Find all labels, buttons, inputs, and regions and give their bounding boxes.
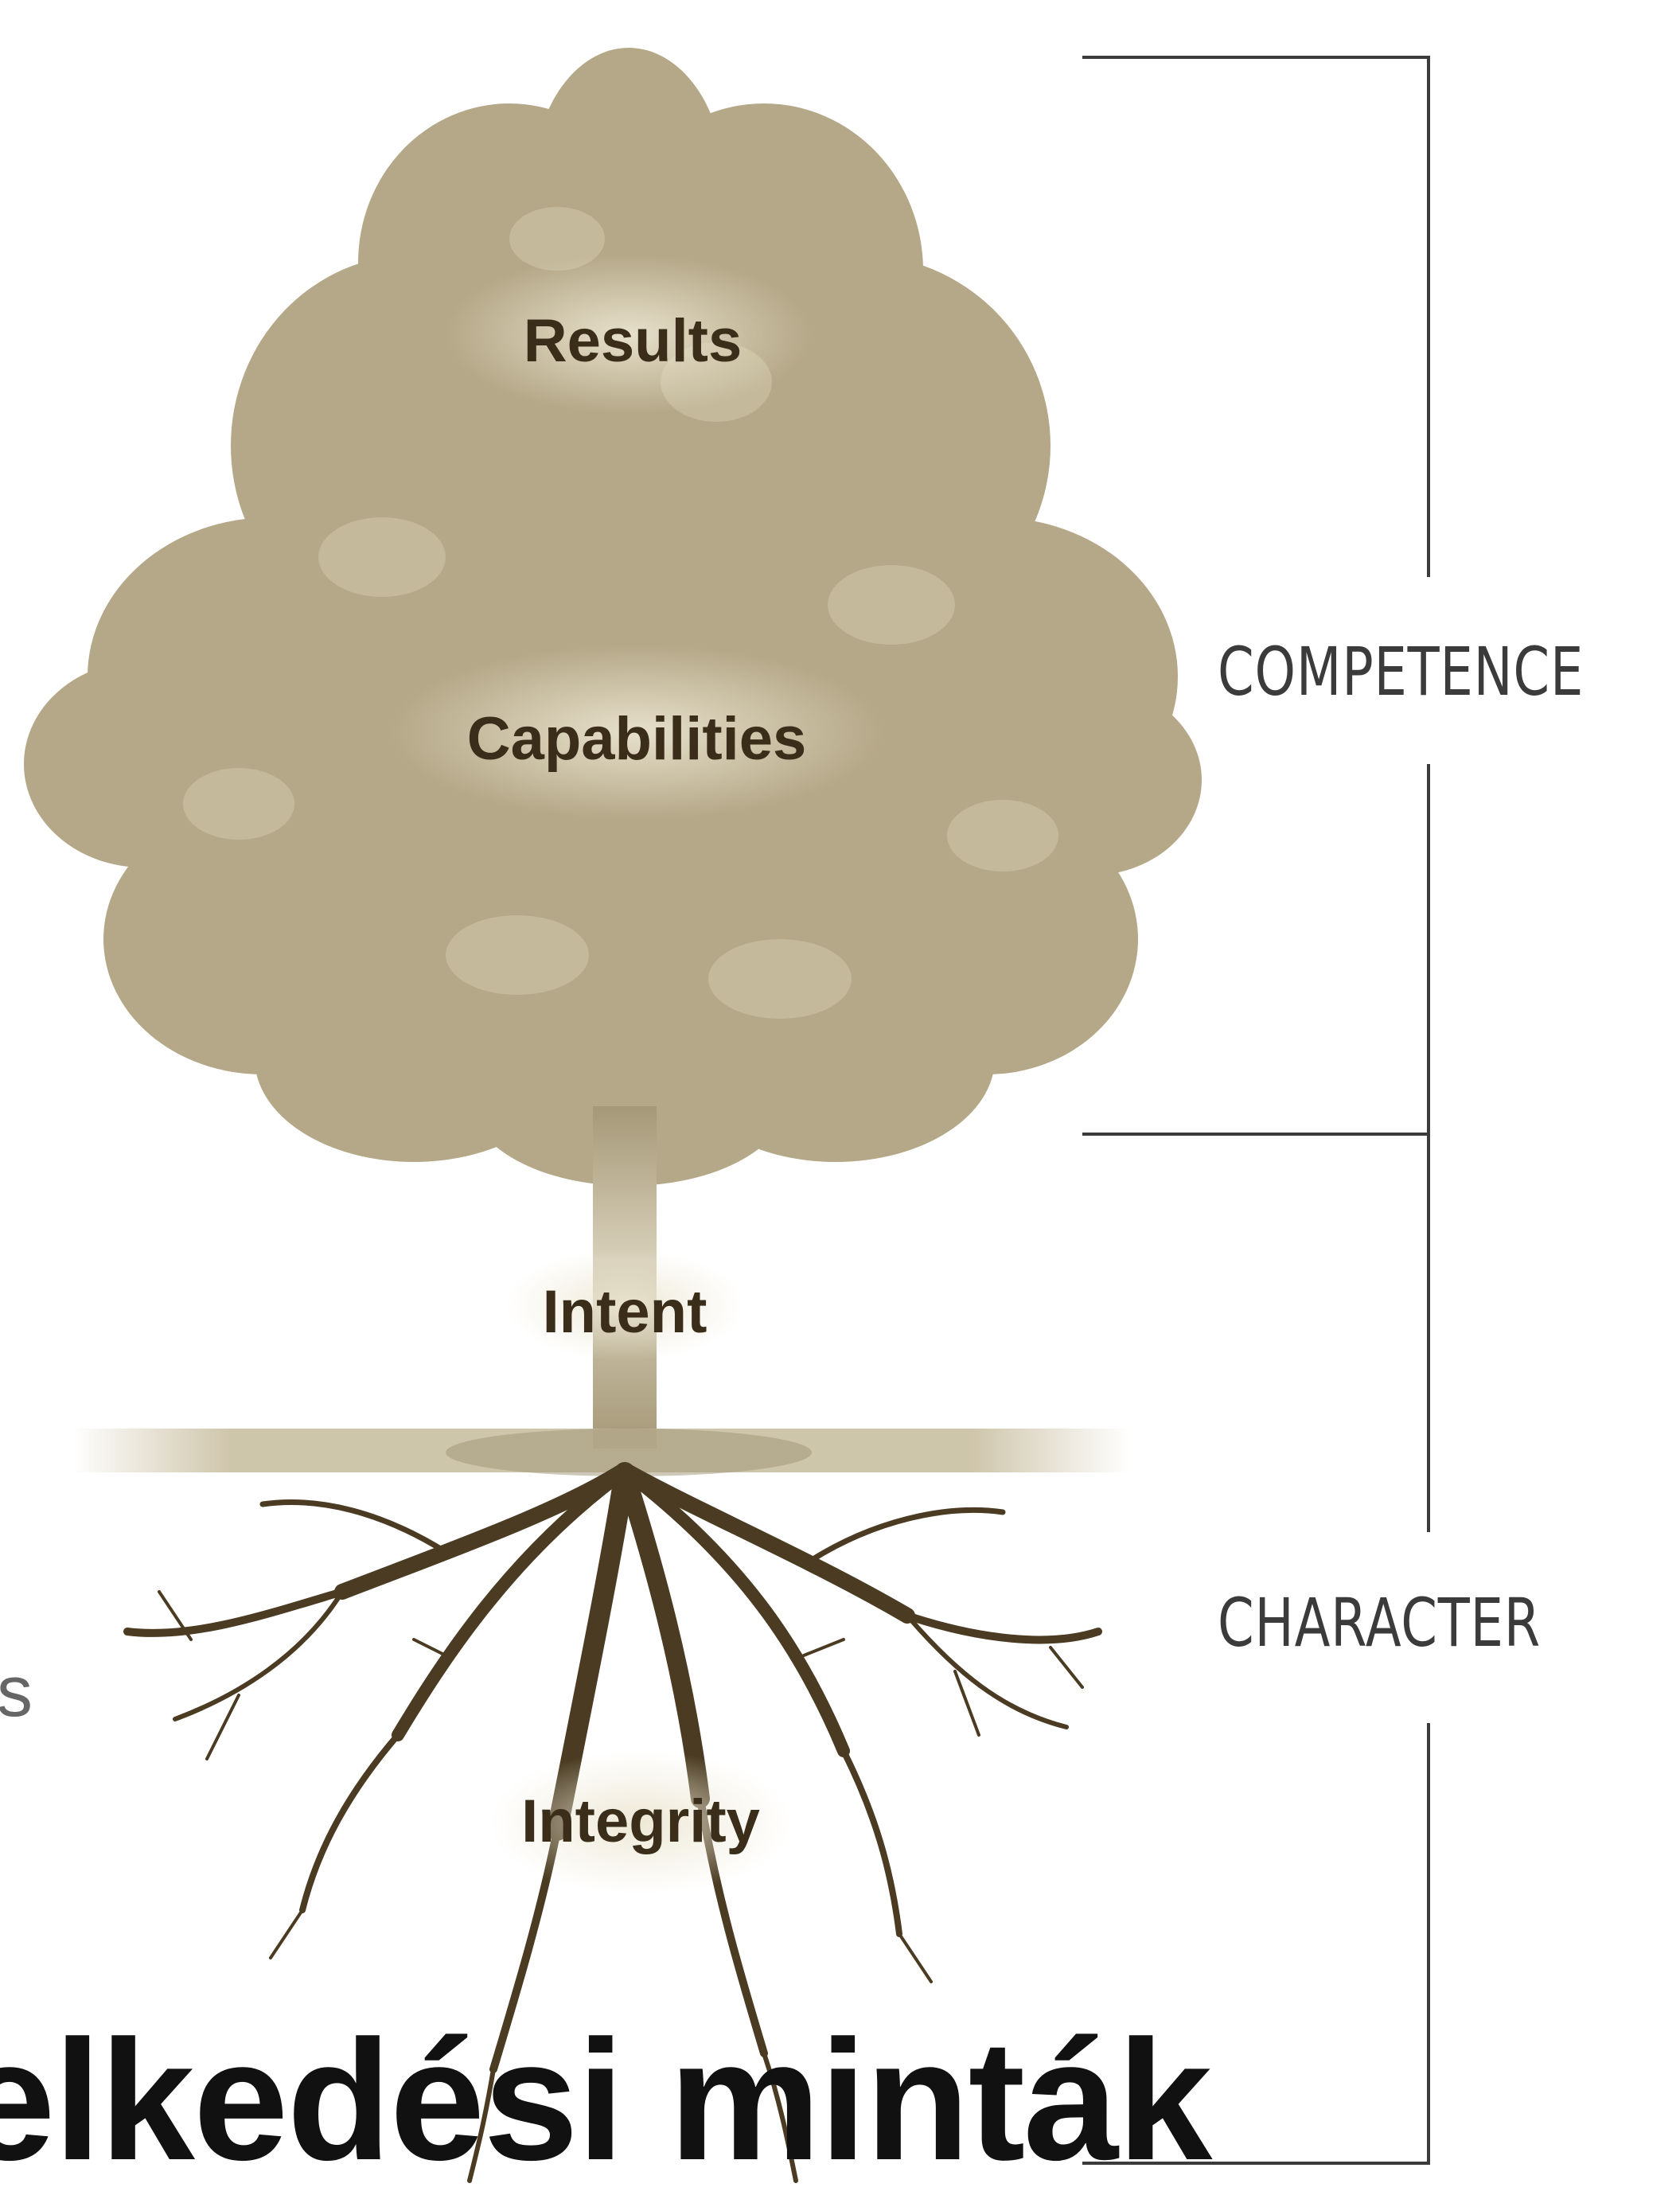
- competence-label: COMPETENCE: [1218, 633, 1585, 711]
- character-label: CHARACTER: [1218, 1584, 1542, 1662]
- intent-label: Intent: [542, 1278, 707, 1346]
- background-text-fragment: s: [0, 1652, 33, 1732]
- results-label: Results: [523, 307, 743, 375]
- integrity-label: Integrity: [521, 1788, 760, 1855]
- background-slide-title: elkedési minták: [0, 2004, 1212, 2196]
- competence-bracket: [1082, 56, 1430, 1134]
- character-bracket: [1082, 1133, 1430, 2165]
- bracket-lines: [1082, 56, 1430, 2165]
- capabilities-label: Capabilities: [466, 705, 807, 773]
- tree-foliage: [24, 48, 1202, 1186]
- tree-foliage-highlights: [183, 207, 1058, 1019]
